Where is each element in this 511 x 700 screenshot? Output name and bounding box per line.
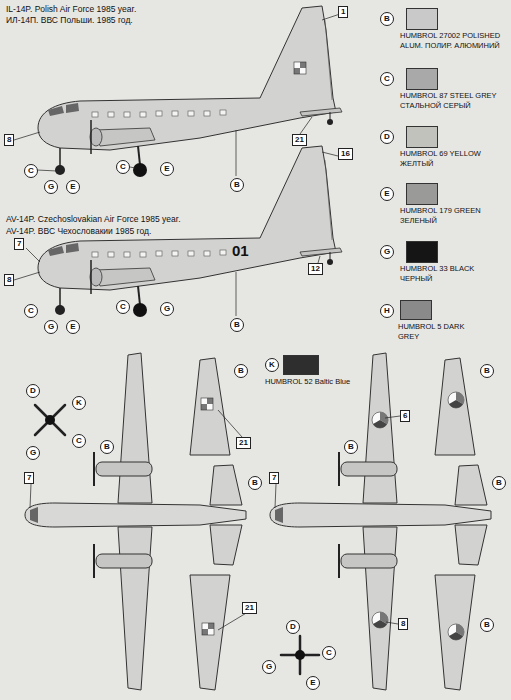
- legend-text: HUMBROL 5 DARK GREY: [398, 322, 478, 341]
- legend-swatch: [283, 355, 319, 375]
- color-callout: D: [380, 130, 394, 144]
- color-callout: C: [72, 434, 86, 448]
- color-callout: C: [116, 300, 130, 314]
- callout-number: 7: [14, 238, 24, 250]
- color-callout: C: [380, 72, 394, 86]
- color-callout: D: [26, 384, 40, 398]
- caption-text: AV-14P. ВВС Чехословакии 1985 год.: [6, 226, 151, 237]
- legend-text: HUMBROL 33 BLACK ЧЕРНЫЙ: [400, 264, 504, 283]
- legend-text: HUMBROL 27002 POLISHED ALUM. ПОЛИР. АЛЮМ…: [400, 31, 504, 50]
- color-callout: E: [66, 320, 80, 334]
- color-callout: B: [230, 318, 244, 332]
- callout-number: 16: [338, 148, 353, 160]
- callout-number: 8: [4, 274, 14, 286]
- color-callout: C: [322, 646, 336, 660]
- color-callout: B: [380, 12, 394, 26]
- callout-number: 21: [242, 602, 257, 614]
- color-callout: E: [380, 187, 394, 201]
- color-callout: K: [265, 358, 279, 372]
- callout-number: 8: [4, 134, 14, 146]
- color-callout: B: [480, 364, 494, 378]
- color-callout: B: [492, 476, 506, 490]
- callout-number: 7: [269, 472, 279, 484]
- color-callout: B: [234, 364, 248, 378]
- caption-text: ИЛ-14П. ВВС Польши. 1985 год.: [6, 15, 133, 26]
- color-callout: G: [160, 302, 174, 316]
- color-callout: B: [248, 476, 262, 490]
- legend-swatch: [406, 68, 438, 90]
- legend-swatch: [406, 183, 438, 205]
- callout-number: 21: [236, 437, 251, 449]
- color-callout: E: [160, 162, 174, 176]
- callout-number: 7: [24, 472, 34, 484]
- legend-text: HUMBROL 52 Baltic Blue: [265, 377, 355, 387]
- color-callout: K: [72, 396, 86, 410]
- legend-text: HUMBROL 69 YELLOW ЖЕЛТЫЙ: [400, 149, 504, 168]
- color-callout: B: [344, 440, 358, 454]
- legend-text: HUMBROL 179 GREEN ЗЕЛЕНЫЙ: [400, 206, 504, 225]
- color-callout: B: [480, 618, 494, 632]
- color-callout: B: [230, 178, 244, 192]
- color-callout: G: [262, 660, 276, 674]
- callout-number: 6: [400, 410, 410, 422]
- callout-number: 21: [292, 134, 307, 146]
- callout-number: 1: [338, 6, 348, 18]
- color-callout: G: [26, 446, 40, 460]
- color-callout: G: [44, 320, 58, 334]
- legend-swatch: [406, 8, 438, 30]
- legend-swatch: [400, 300, 432, 320]
- legend-swatch: [406, 241, 438, 263]
- caption-text: IL-14P. Polish Air Force 1985 year.: [6, 4, 136, 15]
- color-callout: C: [24, 304, 38, 318]
- color-callout: H: [380, 304, 394, 318]
- color-callout: B: [100, 440, 114, 454]
- legend-swatch: [406, 126, 438, 148]
- color-callout: G: [380, 245, 394, 259]
- callout-number: 12: [308, 263, 323, 275]
- color-callout: C: [24, 164, 38, 178]
- caption-text: AV-14P. Czechoslovakian Air Force 1985 y…: [6, 214, 181, 225]
- legend-text: HUMBROL 87 STEEL GREY СТАЛЬНОЙ СЕРЫЙ: [400, 91, 504, 110]
- color-callout: G: [44, 180, 58, 194]
- fuselage-code: 01: [232, 243, 249, 259]
- color-callout: D: [286, 620, 300, 634]
- color-callout: E: [66, 180, 80, 194]
- callout-number: 8: [398, 618, 408, 630]
- color-callout: E: [306, 676, 320, 690]
- color-callout: C: [116, 160, 130, 174]
